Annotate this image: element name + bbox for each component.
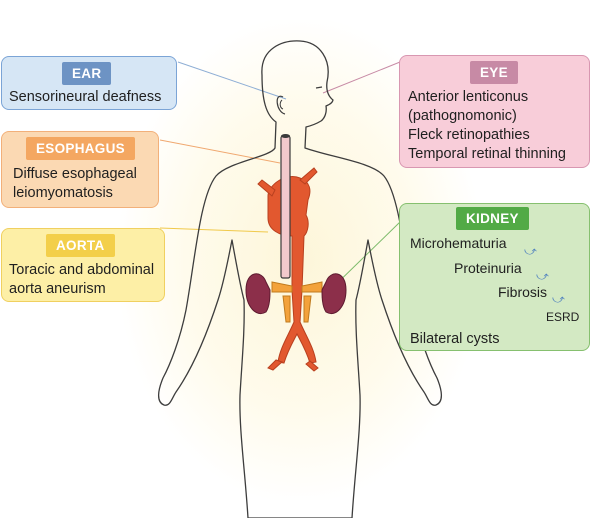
esophagus-title: ESOPHAGUS <box>26 137 135 160</box>
aorta <box>267 176 317 364</box>
eye-title: EYE <box>470 61 518 84</box>
aorta-connector <box>159 227 269 233</box>
curved-arrow-icon: ⤻ <box>552 292 565 306</box>
kidney-progression-2: Fibrosis <box>498 284 548 300</box>
left-kidney <box>245 273 271 314</box>
ear-box: EAR Sensorineural deafness <box>1 56 177 110</box>
curved-arrow-icon: ⤻ <box>536 269 549 283</box>
esophagus-line-1: leiomyomatosis <box>13 185 113 201</box>
eye-mark <box>315 86 323 89</box>
kidney-progression-1: Proteinuria <box>454 260 522 276</box>
kidney-progression-0: Microhematuria <box>410 235 507 251</box>
esophagus-line-0: Diffuse esophageal <box>13 166 137 182</box>
kidney-box: KIDNEY Microhematuria ⤻ Proteinuria ⤻ Fi… <box>399 203 590 351</box>
kidney-footer: Bilateral cysts <box>410 331 500 347</box>
aorta-line-1: aorta aneurism <box>9 281 106 297</box>
eye-line-0: Anterior lenticonus <box>408 89 529 105</box>
ear-title: EAR <box>62 62 112 85</box>
eye-connector <box>322 61 401 94</box>
aorta-line-0: Toracic and abdominal <box>9 262 155 278</box>
eye-box: EYE Anterior lenticonus (pathognomonic) … <box>399 55 590 168</box>
ear-connector <box>177 61 287 100</box>
esophagus-connector <box>159 139 281 164</box>
esophagus-box: ESOPHAGUS Diffuse esophageal leiomyomato… <box>1 131 159 208</box>
kidney-progression-3: ESRD <box>546 310 580 324</box>
aorta-box: AORTA Toracic and abdominal aorta aneuri… <box>1 228 165 302</box>
ear-shape <box>276 95 286 115</box>
ear-line-0: Sensorineural deafness <box>9 89 162 105</box>
eye-line-1: (pathognomonic) <box>408 108 517 124</box>
right-kidney <box>321 273 347 314</box>
kidney-title: KIDNEY <box>456 207 529 230</box>
curved-arrow-icon: ⤻ <box>524 244 537 258</box>
aorta-title: AORTA <box>46 234 115 257</box>
body-outline <box>157 40 443 518</box>
eye-line-3: Temporal retinal thinning <box>408 146 566 162</box>
eye-line-2: Fleck retinopathies <box>408 127 530 143</box>
esophagus-tube <box>280 135 291 279</box>
